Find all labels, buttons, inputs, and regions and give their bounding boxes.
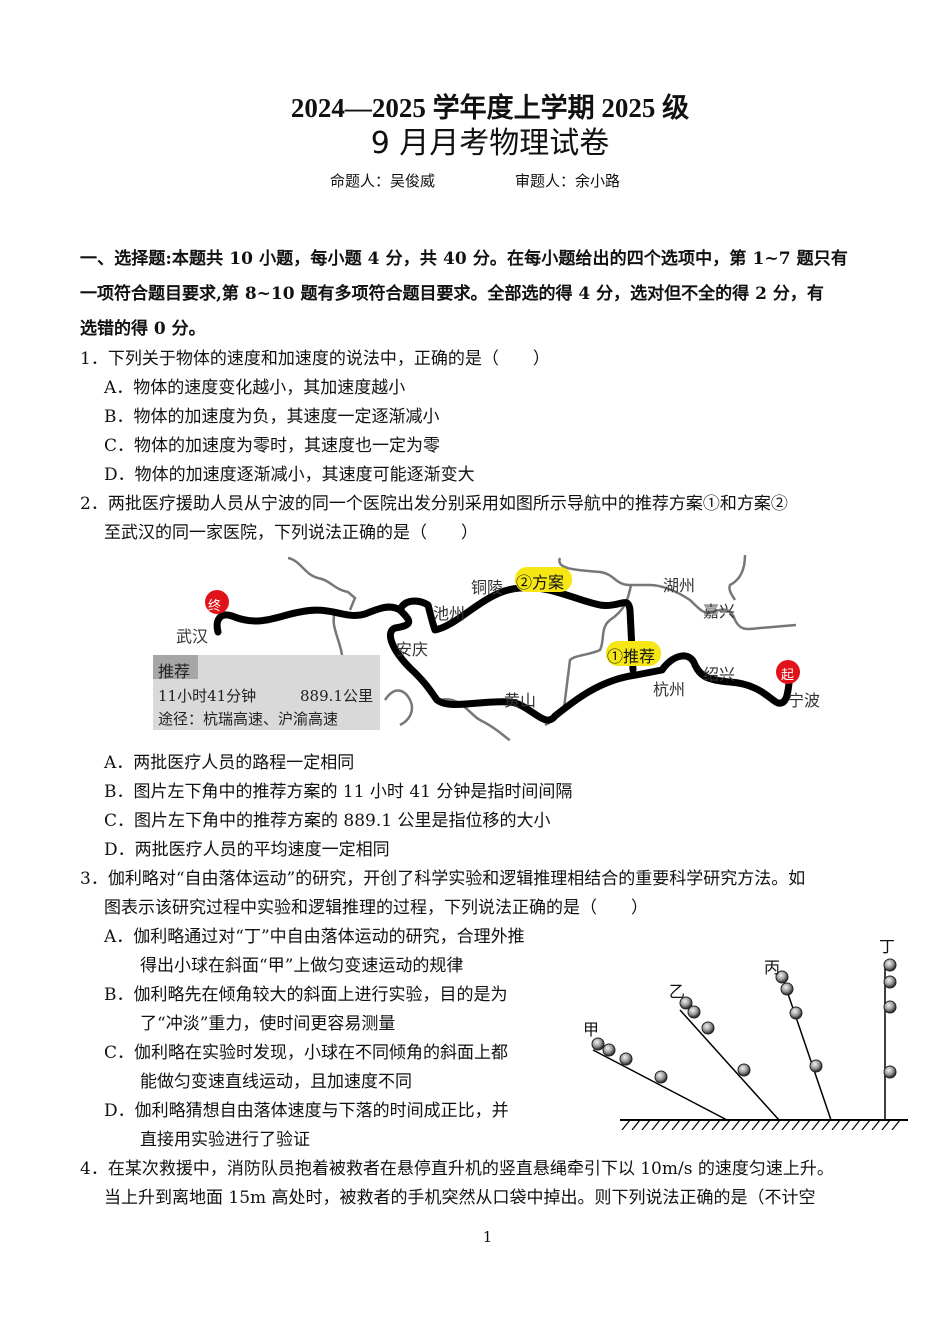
- question-1-option-b: B．物体的加速度为负，其速度一定逐渐减小: [104, 407, 440, 427]
- exam-header-line1: 2024—2025 学年度上学期 2025 级: [290, 93, 690, 123]
- question-4-stem-line1: 4．在某次救援中，消防队员抱着被救者在悬停直升机的竖直悬绳牵引下以 10m/s …: [80, 1159, 834, 1179]
- navigation-map-figure: 终 起 武汉 安庆 池州 铜陵 ②方案 黄山 湖州 嘉兴 ①推荐 绍兴 杭州 宁…: [140, 545, 840, 745]
- info-box-title: 推荐: [158, 662, 191, 681]
- question-3-stem-line1: 3．伽利略对“自由落体运动”的研究，开创了科学实验和逻辑推理相结合的重要科学研究…: [80, 869, 806, 889]
- question-1-option-d: D．物体的加速度逐渐减小，其速度可能逐渐变大: [104, 465, 475, 485]
- info-box-distance: 889.1公里: [300, 687, 373, 705]
- question-3-option-a-line1: A．伽利略通过对“丁”中自由落体运动的研究，合理外推: [104, 927, 525, 947]
- section-instructions-line1: 一、选择题:本题共 10 小题，每小题 4 分，共 40 分。在每小题给出的四个…: [80, 249, 848, 269]
- incline-label-jia: 甲: [583, 1020, 600, 1039]
- start-marker-icon: [776, 660, 800, 684]
- exam-title: 9 月月考物理试卷: [370, 126, 610, 161]
- incline-label-yi: 乙: [669, 982, 686, 1001]
- city-wuhan: 武汉: [176, 627, 209, 646]
- question-3-option-c-line1: C．伽利略在实验时发现，小球在不同倾角的斜面上都: [104, 1043, 509, 1063]
- question-3-option-c-line2: 能做匀变速直线运动，且加速度不同: [140, 1072, 412, 1092]
- question-4-stem-line2: 当上升到离地面 15m 高处时，被救者的手机突然从口袋中掉出。则下列说法正确的是…: [104, 1188, 816, 1208]
- city-shaoxing: 绍兴: [703, 665, 736, 684]
- city-chizhou: 池州: [433, 604, 466, 623]
- question-2-option-b: B．图片左下角中的推荐方案的 11 小时 41 分钟是指时间间隔: [104, 782, 573, 802]
- start-marker-label: 起: [781, 668, 795, 683]
- plan1-label: ①推荐: [607, 647, 656, 666]
- plan2-highlight: [515, 567, 572, 592]
- question-3-option-d-line1: D．伽利略猜想自由落体速度与下落的时间成正比，并: [104, 1101, 509, 1121]
- question-2-stem-line2: 至武汉的同一家医院，下列说法正确的是（ ）: [104, 523, 478, 543]
- reviewer-label: 审题人：余小路: [515, 172, 621, 190]
- plan1-highlight: [606, 641, 661, 666]
- city-tongling: 铜陵: [471, 578, 504, 597]
- galileo-incline-figure: 甲 乙 丙 丁: [580, 930, 910, 1131]
- section-instructions-line2: 一项符合题目要求,第 8~10 题有多项符合题目要求。全部选的得 4 分，选对但…: [80, 284, 824, 304]
- question-3-option-b-line1: B．伽利略先在倾角较大的斜面上进行实验，目的是为: [104, 985, 508, 1005]
- end-marker-icon: [205, 590, 229, 614]
- city-anqing: 安庆: [396, 640, 429, 659]
- city-hangzhou: 杭州: [653, 680, 686, 699]
- plan2-label: ②方案: [516, 573, 565, 592]
- city-jiaxing: 嘉兴: [703, 602, 736, 621]
- incline-label-bing: 丙: [764, 958, 781, 977]
- question-3-option-d-line2: 直接用实验进行了验证: [140, 1130, 310, 1150]
- info-box-duration: 11小时41分钟: [158, 687, 257, 705]
- question-1-option-c: C．物体的加速度为零时，其速度也一定为零: [104, 436, 441, 456]
- question-1-stem: 1．下列关于物体的速度和加速度的说法中，正确的是（ ）: [80, 349, 550, 369]
- question-3-stem-line2: 图表示该研究过程中实验和逻辑推理的过程，下列说法正确的是（ ）: [104, 898, 648, 918]
- page-number: 1: [482, 1228, 493, 1246]
- question-3-option-a-line2: 得出小球在斜面“甲”上做匀变速运动的规律: [140, 956, 464, 976]
- city-huzhou: 湖州: [663, 576, 696, 595]
- section-instructions-line3: 选错的得 0 分。: [80, 319, 206, 339]
- question-1-option-a: A．物体的速度变化越小，其加速度越小: [104, 378, 406, 398]
- question-2-option-d: D．两批医疗人员的平均速度一定相同: [104, 840, 390, 860]
- author-label: 命题人：吴俊威: [330, 172, 436, 190]
- info-box-route: 途径：杭瑞高速、沪渝高速: [158, 710, 339, 728]
- question-2-option-c: C．图片左下角中的推荐方案的 889.1 公里是指位移的大小: [104, 811, 551, 831]
- end-marker-label: 终: [208, 599, 222, 614]
- question-3-option-b-line2: 了“冲淡”重力，使时间更容易测量: [140, 1014, 396, 1034]
- incline-label-ding: 丁: [879, 937, 896, 956]
- question-2-stem-line1: 2．两批医疗援助人员从宁波的同一个医院出发分别采用如图所示导航中的推荐方案①和方…: [80, 494, 788, 514]
- city-ningbo: 宁波: [788, 691, 821, 710]
- city-huangshan: 黄山: [504, 691, 537, 710]
- question-2-option-a: A．两批医疗人员的路程一定相同: [104, 753, 355, 773]
